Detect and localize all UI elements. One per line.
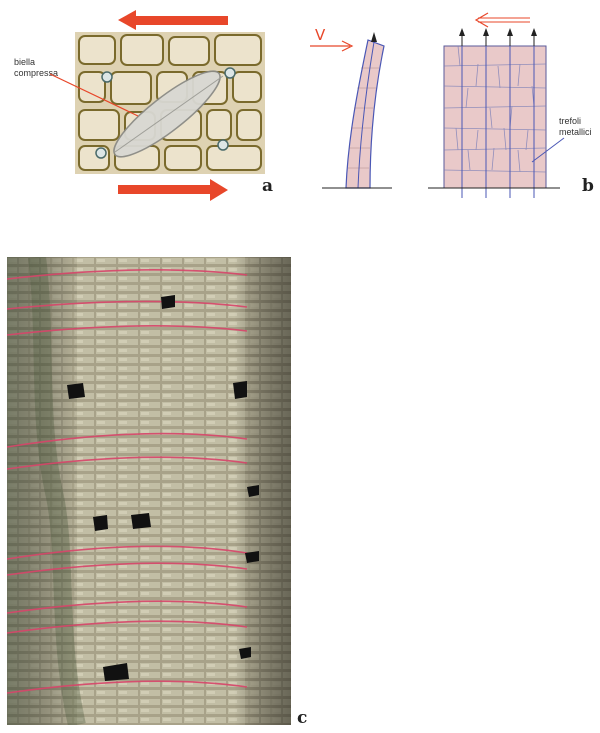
panel-letter-a: a [262, 176, 273, 196]
panel-letter-b: b [582, 176, 594, 196]
panel-letter-c: c [297, 708, 307, 728]
shear-arrow-bottom [118, 178, 258, 202]
bent-column [322, 28, 392, 193]
tower-masonry-photo [7, 257, 291, 725]
shear-arrow-wall [474, 12, 534, 28]
tendon-label: trefoli metallici [559, 116, 592, 138]
panel-b: V [300, 0, 600, 205]
panel-c: c [0, 250, 320, 733]
tendon-label-line1: trefoli [559, 116, 592, 127]
strut-label-leader [50, 72, 150, 122]
tendon-label-leader [528, 136, 568, 166]
strut-label-line1: biella [14, 57, 58, 68]
panel-a: biella compressa a [0, 0, 290, 205]
shear-arrow-top [118, 8, 258, 32]
reinforced-wall [428, 28, 560, 198]
